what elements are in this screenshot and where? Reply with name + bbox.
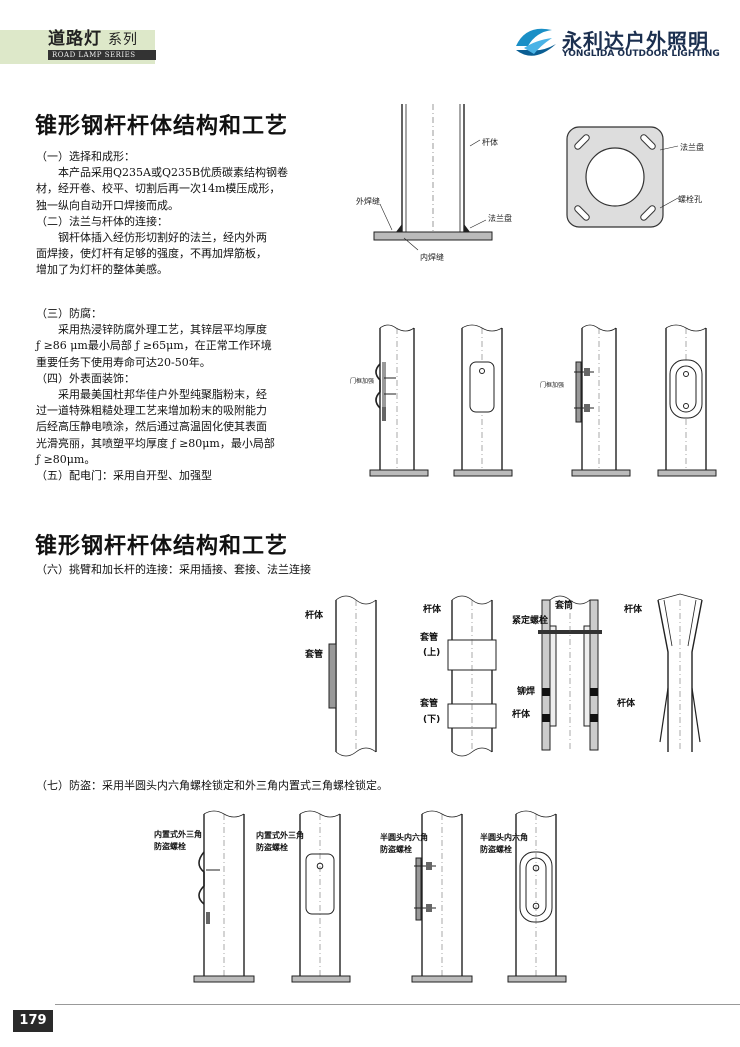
- anti-theft-diagrams: [190, 808, 560, 988]
- text-line: 重要任务下使用寿命可达20-50年。: [36, 355, 211, 369]
- section1-title: 锥形钢杆杆体结构和工艺: [35, 114, 289, 139]
- page-number: 179: [13, 1010, 53, 1032]
- door-detail-diagrams: [368, 322, 730, 482]
- section-title: 道路灯系列: [48, 29, 138, 49]
- label-dn: (下): [423, 715, 441, 725]
- label-pole: 杆体: [482, 138, 498, 147]
- series-en: ROAD LAMP SERIES: [48, 50, 156, 60]
- label-pole-e: 杆体: [617, 699, 636, 709]
- flange-weld-diagram: [370, 100, 500, 260]
- text-line: 后经高压静电喷涂，然后通过高温固化使其表面: [36, 420, 267, 434]
- label-door-frame-c: 门框加强: [540, 382, 565, 389]
- label-rivet: 铆焊: [517, 687, 536, 697]
- section1-text-a: （一）选择和成形： 本产品采用Q235A或Q235B优质碳素结构钢卷 材，经开卷…: [36, 149, 336, 279]
- label-7b-1: 内置式外三角: [256, 831, 304, 840]
- text-line: 钢杆体插入经仿形切割好的法兰，经内外两: [36, 231, 267, 245]
- text-line: （一）选择和成形：: [36, 150, 135, 163]
- label-7a-1: 内置式外三角: [154, 830, 202, 839]
- company-name-en: YONGLIDA OUTDOOR LIGHTING: [562, 49, 720, 59]
- text-line: 采用热浸锌防腐外理工艺，其锌层平均厚度: [36, 323, 267, 337]
- section2-title: 锥形钢杆杆体结构和工艺: [35, 534, 289, 559]
- label-pole-d: 杆体: [624, 605, 643, 615]
- leader-lines: [660, 140, 680, 220]
- flange-plate-diagram: [565, 125, 665, 230]
- text-line: （三）防腐：: [36, 307, 102, 320]
- text-line: 面焊接，使灯杆有足够的强度，不再加焊筋板，: [36, 247, 267, 261]
- text-line: （四）外表面装饰：: [36, 371, 135, 385]
- label-up: (上): [423, 648, 441, 658]
- label-outer-weld: 外焊缝: [356, 197, 380, 206]
- arm-connection-diagrams: [320, 592, 730, 762]
- label-pole-a: 杆体: [305, 611, 324, 621]
- label-mount-hole: 螺栓孔: [678, 195, 702, 204]
- label-pole-b: 杆体: [423, 605, 442, 615]
- text-line: 本产品采用Q235A或Q235B优质碳素结构钢卷: [36, 166, 289, 180]
- label-7a-2: 防盗螺栓: [154, 842, 186, 851]
- footer-rule: [55, 1004, 740, 1005]
- text-line: 材，经开卷、校平、切割后再一次14m模压成形，: [36, 182, 281, 196]
- label-7b-2: 防盗螺栓: [256, 843, 288, 852]
- text-line: 增加了为灯杆的整体美感。: [36, 263, 168, 277]
- section1-text-b: （三）防腐： 采用热浸锌防腐外理工艺，其锌层平均厚度 ƒ ≥86 μm最小局部 …: [36, 306, 336, 484]
- label-sleeve-dn: 套管: [420, 699, 439, 709]
- label-7c-1: 半圆头内六角: [380, 833, 428, 842]
- text-line: ƒ ≥80μm。: [36, 452, 96, 466]
- caption-6: （六）挑臂和加长杆的连接：采用插接、套接、法兰连接: [36, 563, 311, 576]
- label-door-frame-a: 门框加强: [350, 378, 375, 385]
- company-name-cn: 永利达户外照明: [562, 29, 709, 53]
- caption-7: （七）防盗：采用半圆头内六角螺栓锁定和外三角内置式三角螺栓锁定。: [36, 779, 388, 792]
- label-bolt: 紧定螺栓: [512, 616, 549, 626]
- text-line: 光滑亮丽，其喷塑平均厚度 ƒ ≥80μm，最小局部: [36, 436, 275, 450]
- label-flange: 法兰盘: [488, 214, 512, 223]
- label-7d-2: 防盗螺栓: [480, 845, 512, 854]
- label-7d-1: 半圆头内六角: [480, 833, 528, 842]
- text-line: 过一道特殊粗糙处理工艺来增加粉末的吸附能力: [36, 404, 267, 418]
- label-pole-c: 杆体: [512, 710, 531, 720]
- label-flange-top: 法兰盘: [680, 143, 704, 152]
- text-line: 采用最美国杜邦华佳户外型纯聚脂粉末，经: [36, 388, 267, 402]
- text-line: （二）法兰与杆体的连接：: [36, 214, 168, 228]
- label-cap: 套筒: [555, 601, 574, 611]
- label-inner-weld: 内焊缝: [420, 253, 444, 262]
- text-line: 独一纵向自动开口焊接而成。: [36, 198, 179, 212]
- label-sleeve-a: 套管: [305, 650, 324, 660]
- label-7c-2: 防盗螺栓: [380, 845, 412, 854]
- label-sleeve-up: 套管: [420, 633, 439, 643]
- text-line: ƒ ≥86 μm最小局部 ƒ ≥65μm，在正常工作环境: [36, 339, 272, 353]
- text-line: （五）配电门：采用自开型、加强型: [36, 469, 212, 483]
- logo-icon: [516, 28, 556, 56]
